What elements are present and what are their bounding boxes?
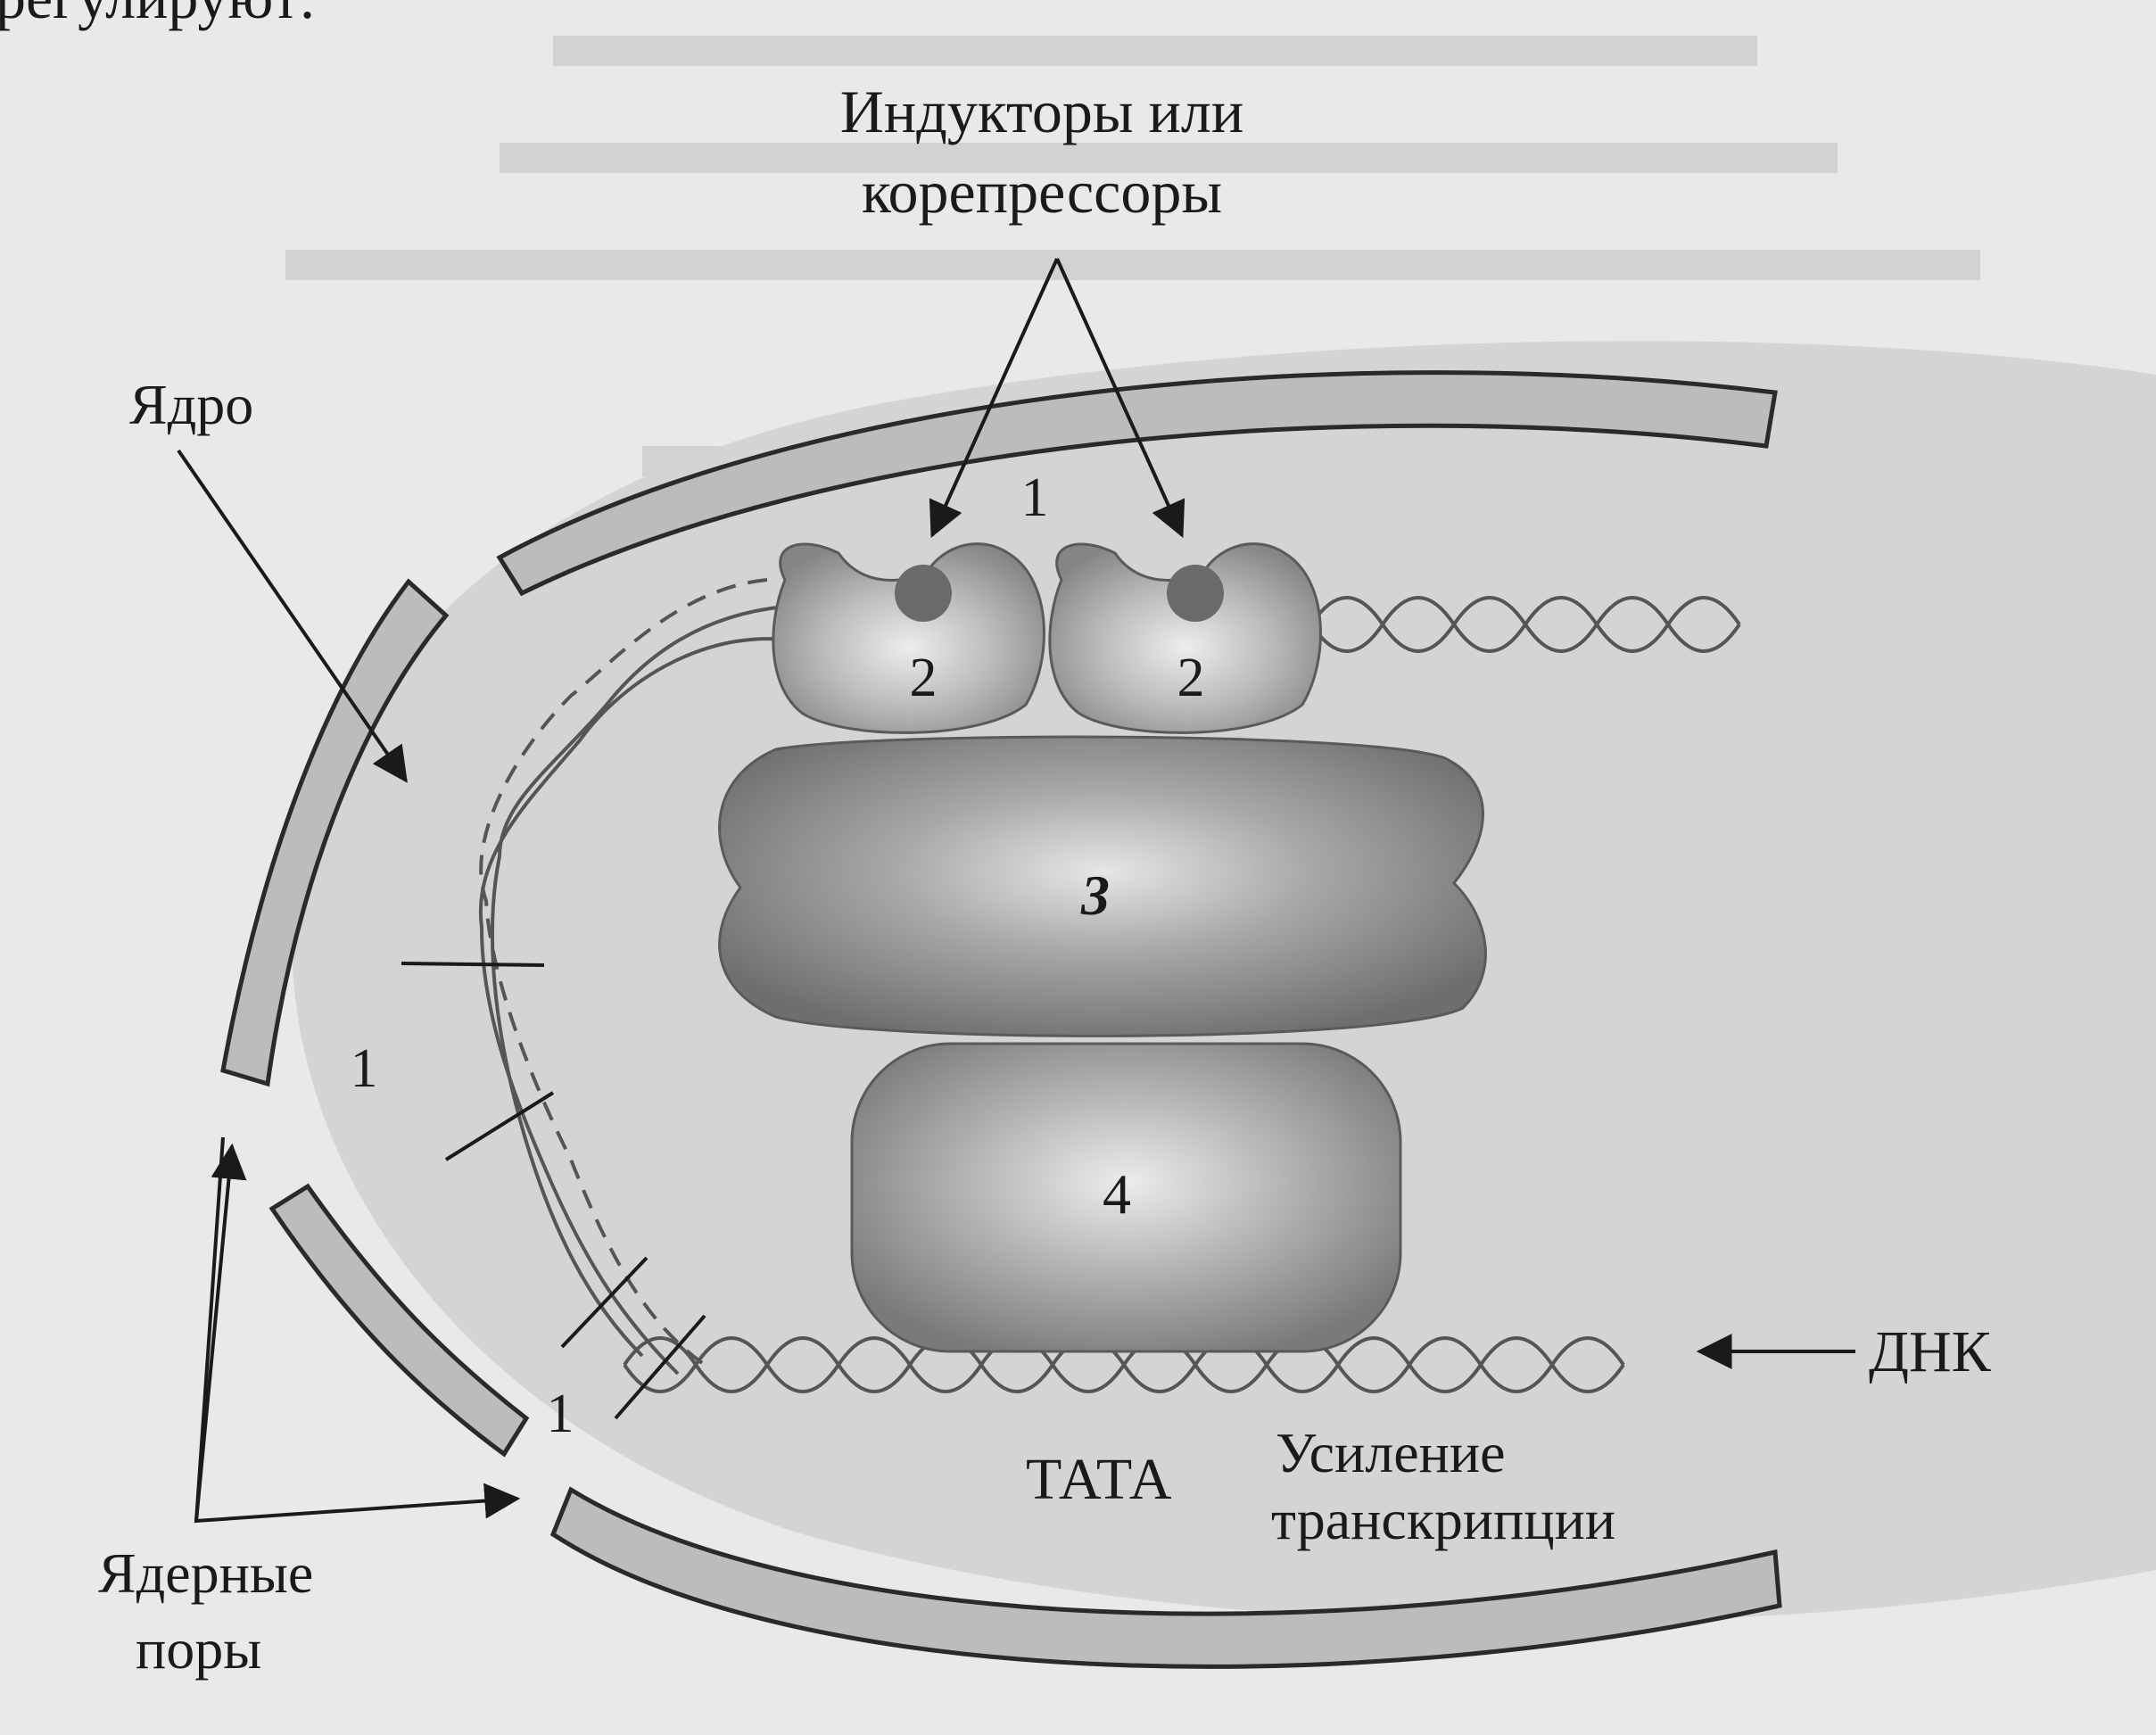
dna-loop-a: [490, 605, 786, 1358]
tick-bottom-2: [614, 1314, 706, 1420]
number-top-1: 1: [1021, 467, 1049, 528]
membrane-segment-top: [496, 370, 1778, 597]
number-complex-4: 4: [1103, 1162, 1131, 1226]
receptor-right: [1048, 542, 1322, 734]
tick-left-1: [401, 962, 545, 967]
label-nucleus: Ядро: [129, 373, 253, 436]
label-enhancement-line2: транскрипции: [1271, 1488, 1615, 1551]
ligand-left: [895, 565, 952, 622]
number-receptor-left-2: 2: [910, 648, 938, 708]
protein-complex-4: [850, 1042, 1402, 1353]
number-bottom-1: 1: [547, 1384, 574, 1444]
membrane-segment-bottom: [549, 1486, 1782, 1669]
ligand-right: [1167, 565, 1224, 622]
membrane-segment-lower-left: [268, 1183, 530, 1458]
tick-bottom-1: [560, 1256, 648, 1349]
leader-lines: [177, 258, 1855, 1524]
dna-loop-c: [479, 578, 768, 1367]
label-inducers-line1: Индукторы или: [840, 78, 1243, 145]
arrow-pores-up: [194, 1143, 247, 1522]
membrane-segment-left: [220, 578, 450, 1087]
dna-helix: [478, 578, 1741, 1393]
label-enhancement-line1: Усиление: [1276, 1421, 1506, 1484]
nuclear-membrane: [220, 370, 1782, 1669]
arrow-inducer-right: [1055, 258, 1185, 539]
tick-left-2: [444, 1091, 555, 1161]
protein-complex-3: [718, 735, 1487, 1037]
receptor-left: [772, 542, 1045, 734]
dna-strand-bottom-b: [623, 1336, 1625, 1393]
arrow-nucleus: [177, 449, 408, 783]
label-dna: ДНК: [1869, 1319, 1992, 1384]
dna-loop-b: [478, 637, 804, 1376]
label-inducers-line2: корепрессоры: [862, 158, 1222, 226]
number-complex-3: 3: [1080, 863, 1110, 927]
label-nuclear-pores-line1: Ядерные: [98, 1541, 313, 1605]
arrow-inducer-left: [929, 258, 1059, 539]
number-receptor-right-2: 2: [1177, 648, 1205, 708]
label-tata: ТАТА: [1026, 1447, 1172, 1512]
label-nuclear-pores-line2: поры: [136, 1617, 261, 1681]
header-fragment: регулируют:: [0, 0, 316, 31]
number-left-1: 1: [351, 1038, 378, 1099]
dna-strand-upper-b: [1309, 596, 1741, 653]
